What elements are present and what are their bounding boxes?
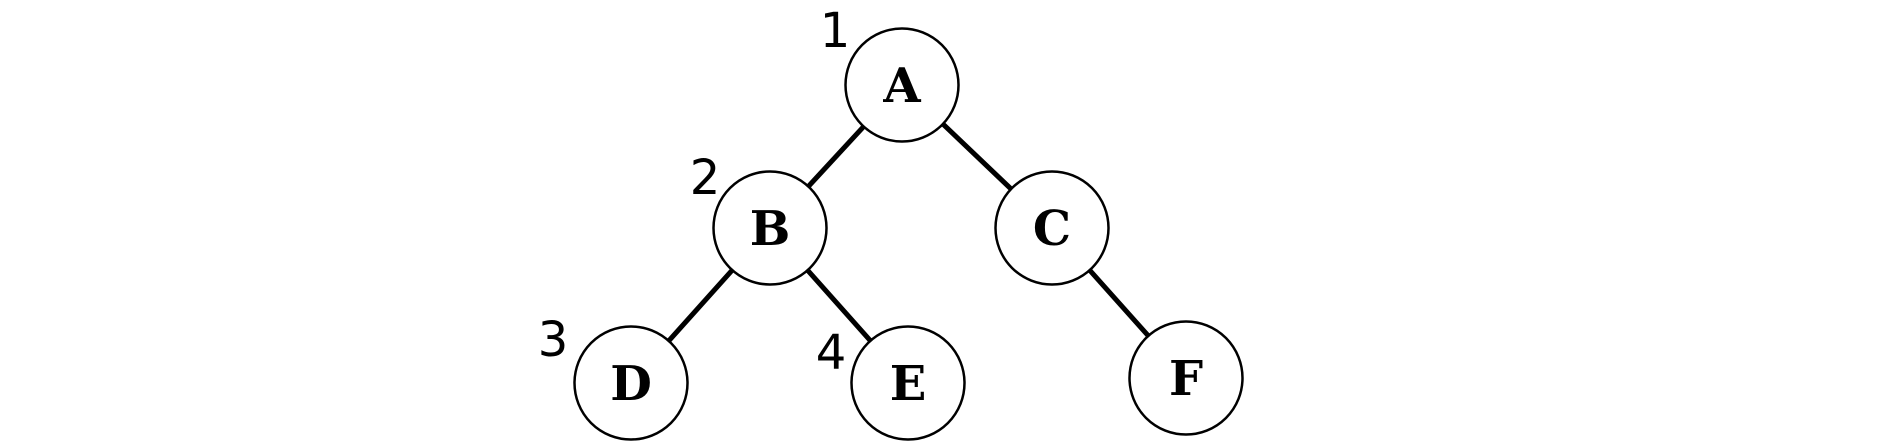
tree-node-D-circle [573, 325, 689, 441]
tree-node-A-order-number: 1 [820, 3, 851, 59]
tree-node-B-circle [712, 170, 828, 286]
tree-node-A-circle [844, 27, 960, 143]
tree-node-C-label: C [1033, 201, 1071, 257]
tree-node-D-order-number: 3 [538, 312, 569, 368]
tree-node-F-circle [1128, 320, 1244, 436]
tree-node-B-label: B [750, 201, 791, 257]
tree-node-E-label: E [890, 356, 927, 412]
tree-node-D-label: D [610, 356, 652, 412]
tree-node-A-label: A [882, 58, 921, 114]
tree-node-C-circle [994, 170, 1110, 286]
tree-node-F-label: F [1169, 351, 1203, 407]
tree-node-E-circle [850, 325, 966, 441]
tree-node-E-order-number: 4 [816, 325, 847, 381]
tree-node-B-order-number: 2 [690, 150, 721, 206]
